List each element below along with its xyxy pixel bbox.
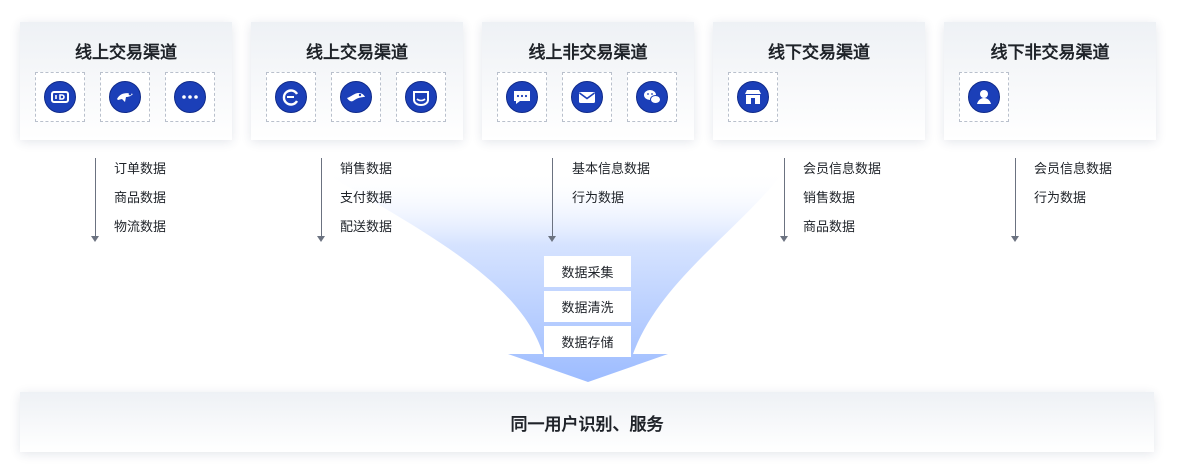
tmall-cat-icon [109, 81, 141, 113]
eleme-icon [275, 81, 307, 113]
channel-title: 线上交易渠道 [306, 43, 408, 63]
channel-title: 线上交易渠道 [75, 43, 177, 63]
channel-card-online-trade-1: 线上交易渠道 [20, 22, 232, 140]
mail-icon [571, 81, 603, 113]
channel-card-offline-non-trade: 线下非交易渠道 [944, 22, 1156, 140]
flow-arrow-head [317, 236, 325, 242]
flow-arrow-head [548, 236, 556, 242]
data-item-label: 支付数据 [340, 191, 393, 206]
unified-user-identification-bar: 同一用户识别、服务 [20, 392, 1154, 452]
user-tile[interactable] [959, 72, 1009, 122]
data-item-label: 基本信息数据 [572, 162, 651, 177]
meituan-icon [340, 81, 372, 113]
eleme-tile[interactable] [266, 72, 316, 122]
jd-icon [44, 81, 76, 113]
data-item-label: 行为数据 [1034, 191, 1087, 206]
flow-arrow-line [1015, 158, 1016, 238]
data-item-label: 销售数据 [803, 191, 856, 206]
flow-arrow-line [784, 158, 785, 238]
data-item-label: 会员信息数据 [803, 162, 882, 177]
channel-card-offline-trade: 线下交易渠道 [713, 22, 925, 140]
flow-arrow-head [780, 236, 788, 242]
more-channels-tile[interactable] [165, 72, 215, 122]
wechat-icon [636, 81, 668, 113]
data-item-label: 商品数据 [803, 220, 856, 235]
channel-title: 线下非交易渠道 [990, 43, 1110, 63]
data-item-label: 订单数据 [114, 162, 167, 177]
process-step-clean: 数据清洗 [544, 291, 631, 322]
store-icon [737, 81, 769, 113]
process-step-store: 数据存储 [544, 326, 631, 357]
channel-title: 线上非交易渠道 [528, 43, 648, 63]
store-tile[interactable] [728, 72, 778, 122]
pinduoduo-icon [405, 81, 437, 113]
meituan-tile[interactable] [331, 72, 381, 122]
flow-arrow-head [91, 236, 99, 242]
pinduoduo-tile[interactable] [396, 72, 446, 122]
data-item-label: 配送数据 [340, 220, 393, 235]
wechat-tile[interactable] [627, 72, 677, 122]
flow-arrow-head [1011, 236, 1019, 242]
data-item-label: 行为数据 [572, 191, 625, 206]
flow-arrow-line [321, 158, 322, 238]
channel-title: 线下交易渠道 [768, 43, 870, 63]
chat-tile[interactable] [497, 72, 547, 122]
mail-tile[interactable] [562, 72, 612, 122]
process-step-collect: 数据采集 [544, 256, 631, 287]
flow-arrow-line [552, 158, 553, 238]
data-item-label: 物流数据 [114, 220, 167, 235]
chat-icon [506, 81, 538, 113]
tmall-tile[interactable] [100, 72, 150, 122]
flow-arrow-line [95, 158, 96, 238]
jd-tile[interactable] [35, 72, 85, 122]
channel-card-online-non-trade: 线上非交易渠道 [482, 22, 694, 140]
channel-card-online-trade-2: 线上交易渠道 [251, 22, 463, 140]
data-item-label: 商品数据 [114, 191, 167, 206]
data-item-label: 销售数据 [340, 162, 393, 177]
more-icon [174, 81, 206, 113]
user-icon [968, 81, 1000, 113]
data-item-label: 会员信息数据 [1034, 162, 1113, 177]
